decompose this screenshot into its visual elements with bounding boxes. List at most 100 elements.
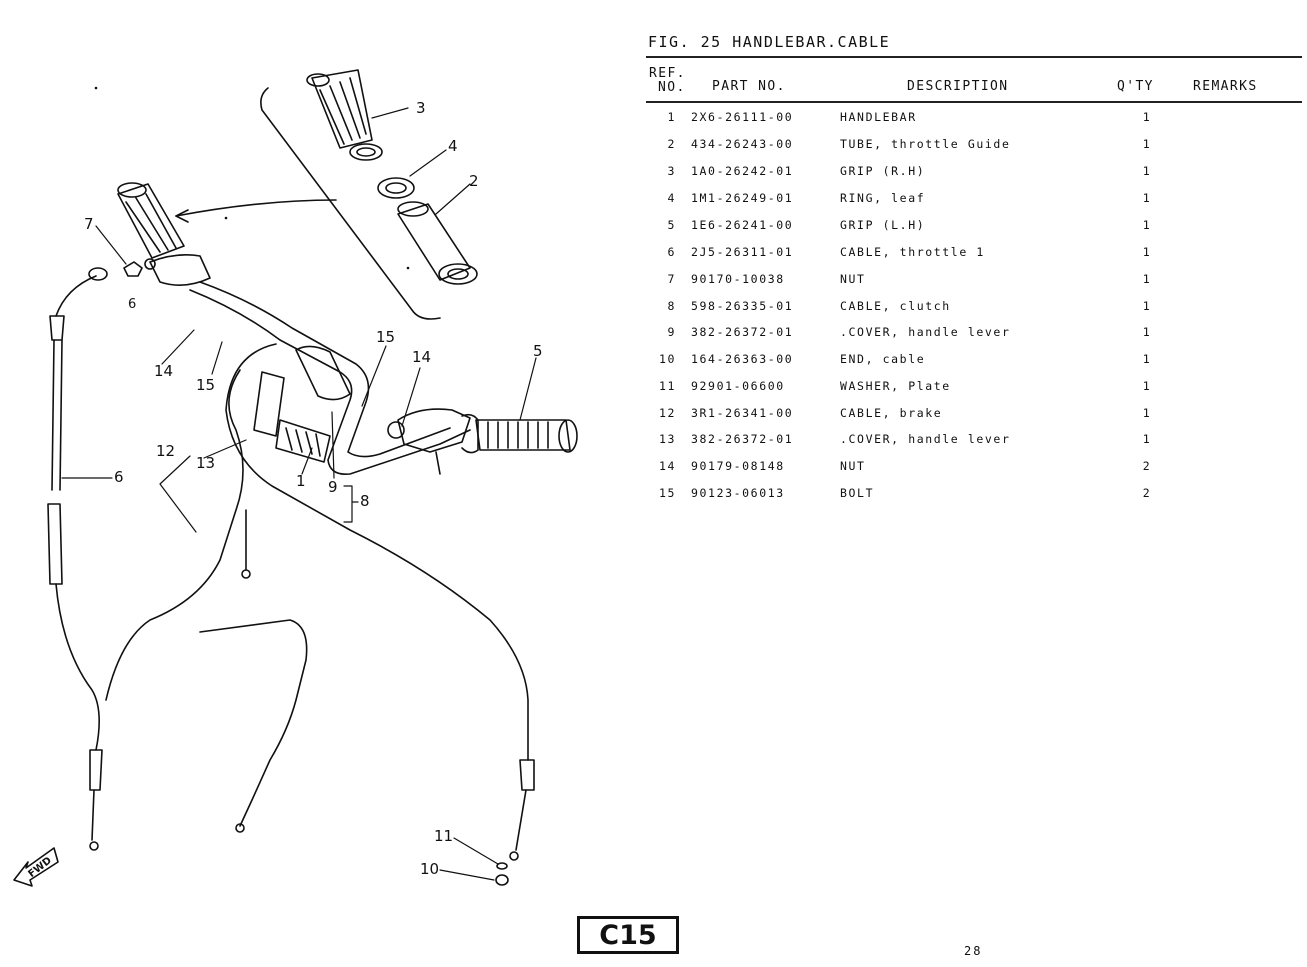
- part-qty: 2: [1142, 486, 1152, 500]
- part-number: 1A0-26242-01: [691, 164, 794, 178]
- table-row: 2 434-26243-00 TUBE, throttle Guide 1: [646, 137, 1302, 157]
- table-row: 5 1E6-26241-00 GRIP (L.H) 1: [646, 218, 1302, 238]
- part-description: TUBE, throttle Guide: [840, 137, 1011, 151]
- part-number: 90170-10038: [691, 272, 785, 286]
- ref-no: 6: [667, 245, 676, 259]
- part-number: 598-26335-01: [691, 299, 794, 313]
- figure-title: FIG. 25 HANDLEBAR.CABLE: [648, 33, 891, 51]
- part-qty: 1: [1142, 325, 1152, 339]
- callout-12: 12: [156, 442, 175, 460]
- part-description: END, cable: [840, 352, 926, 366]
- callout-14-right: 14: [412, 348, 431, 366]
- part-qty: 1: [1142, 379, 1152, 393]
- part-description: CABLE, throttle 1: [840, 245, 985, 259]
- table-row: 11 92901-06600 WASHER, Plate 1: [646, 379, 1302, 399]
- grip-left-upper-part: [117, 182, 211, 286]
- page-number: 28: [964, 944, 983, 958]
- part-qty: 1: [1142, 164, 1152, 178]
- part-description: BOLT: [840, 486, 875, 500]
- part-number: 164-26363-00: [691, 352, 794, 366]
- callout-6-dot: 6: [128, 297, 136, 312]
- ref-no: 7: [667, 272, 676, 286]
- table-row: 14 90179-08148 NUT 2: [646, 459, 1302, 479]
- grip-rh-right-part: [461, 413, 578, 454]
- throttle-cable-part: [47, 267, 108, 851]
- lever-cover-left-part: [253, 371, 285, 437]
- ref-no: 15: [658, 486, 676, 500]
- table-row: 3 1A0-26242-01 GRIP (R.H) 1: [646, 164, 1302, 184]
- header-part-no: PART NO.: [712, 79, 786, 94]
- part-description: WASHER, Plate: [840, 379, 951, 393]
- ref-no: 9: [667, 325, 676, 339]
- part-description: NUT: [840, 459, 866, 473]
- forward-arrow-icon: [13, 847, 59, 887]
- right-switch-housing-part: [387, 408, 471, 475]
- table-row: 12 3R1-26341-00 CABLE, brake 1: [646, 406, 1302, 426]
- ref-no: 1: [667, 110, 676, 124]
- handlebar-part: [189, 281, 471, 476]
- ref-no: 10: [658, 352, 676, 366]
- callout-6: 6: [114, 468, 124, 486]
- callout-7: 7: [84, 215, 94, 233]
- part-number: 1M1-26249-01: [691, 191, 794, 205]
- callout-13: 13: [196, 454, 215, 472]
- table-row: 6 2J5-26311-01 CABLE, throttle 1 1: [646, 245, 1302, 265]
- part-qty: 1: [1142, 137, 1152, 151]
- callout-9: 9: [328, 478, 338, 496]
- callout-2: 2: [469, 172, 479, 190]
- callout-15-left: 15: [196, 376, 215, 394]
- part-qty: 1: [1142, 245, 1152, 259]
- part-number: 382-26372-01: [691, 325, 794, 339]
- ref-no: 5: [667, 218, 676, 232]
- header-description: DESCRIPTION: [907, 79, 1009, 94]
- part-number: 1E6-26241-00: [691, 218, 794, 232]
- table-top-rule: [646, 56, 1302, 58]
- table-row: 4 1M1-26249-01 RING, leaf 1: [646, 191, 1302, 211]
- callout-14-left: 14: [154, 362, 173, 380]
- part-number: 90179-08148: [691, 459, 785, 473]
- callout-15-right: 15: [376, 328, 395, 346]
- ring-leaf-part: [377, 177, 415, 199]
- exploded-parts-diagram: 3 4 2 7 6 15 14 5 14 15 12 13 6 1 9 8 11…: [13, 69, 578, 887]
- clutch-cable-part: [225, 343, 535, 861]
- part-description: GRIP (L.H): [840, 218, 926, 232]
- part-number: 92901-06600: [691, 379, 785, 393]
- callout-10: 10: [420, 860, 439, 878]
- part-description: .COVER, handle lever: [840, 325, 1011, 339]
- part-description: .COVER, handle lever: [840, 432, 1011, 446]
- callout-8: 8: [360, 492, 370, 510]
- part-qty: 1: [1142, 272, 1152, 286]
- callout-1: 1: [296, 472, 306, 490]
- throttle-tube-part: [397, 201, 478, 285]
- part-number: 3R1-26341-00: [691, 406, 794, 420]
- part-description: HANDLEBAR: [840, 110, 917, 124]
- header-ref-line1: REF.: [649, 66, 686, 81]
- ref-no: 4: [667, 191, 676, 205]
- table-row: 1 2X6-26111-00 HANDLEBAR 1: [646, 110, 1302, 130]
- part-description: GRIP (R.H): [840, 164, 926, 178]
- header-remarks: REMARKS: [1193, 79, 1258, 94]
- table-row: 10 164-26363-00 END, cable 1: [646, 352, 1302, 372]
- table-row: 13 382-26372-01 .COVER, handle lever 1: [646, 432, 1302, 452]
- part-number: 382-26372-01: [691, 432, 794, 446]
- ref-no: 13: [658, 432, 676, 446]
- callout-5: 5: [533, 342, 543, 360]
- nut-part: [123, 261, 143, 277]
- part-qty: 1: [1142, 406, 1152, 420]
- ref-no: 11: [658, 379, 676, 393]
- ref-no: 14: [658, 459, 676, 473]
- brake-cable-part: [105, 369, 308, 833]
- part-description: RING, leaf: [840, 191, 926, 205]
- ref-no: 8: [667, 299, 676, 313]
- header-qty: Q'TY: [1117, 79, 1154, 94]
- cable-end-part: [495, 874, 509, 886]
- part-qty: 1: [1142, 432, 1152, 446]
- ref-no: 2: [667, 137, 676, 151]
- leader-lines: [61, 107, 537, 881]
- part-qty: 1: [1142, 218, 1152, 232]
- part-qty: 1: [1142, 352, 1152, 366]
- table-row: 9 382-26372-01 .COVER, handle lever 1: [646, 325, 1302, 345]
- part-description: NUT: [840, 272, 866, 286]
- table-row: 8 598-26335-01 CABLE, clutch 1: [646, 299, 1302, 319]
- washer-plate-part: [496, 862, 508, 870]
